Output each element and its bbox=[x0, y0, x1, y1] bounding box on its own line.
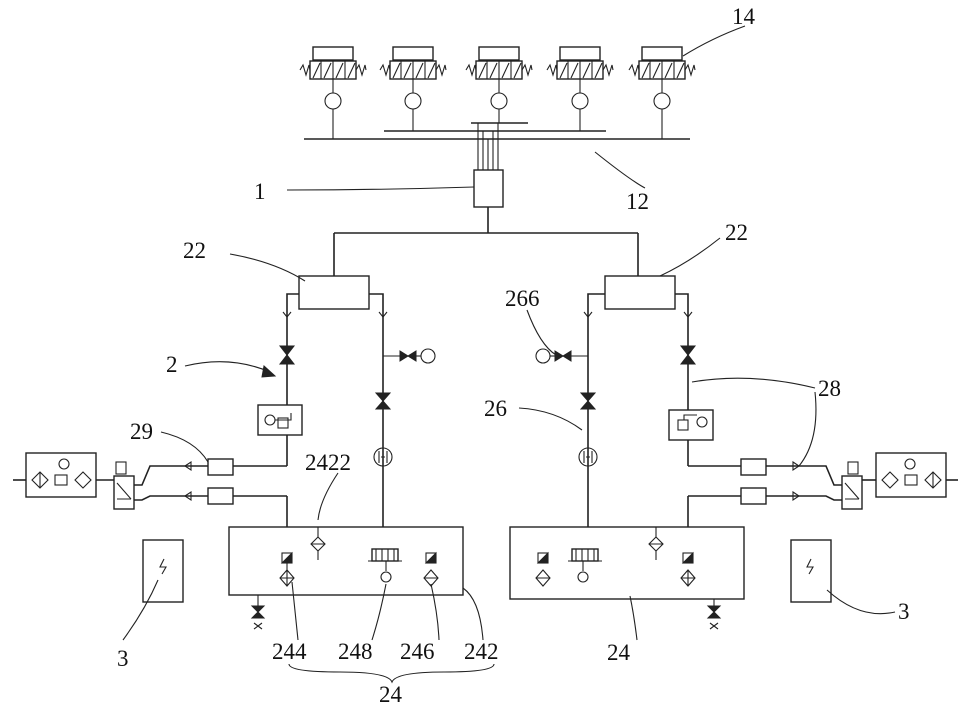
label-266: 266 bbox=[505, 286, 540, 311]
label-3-right: 3 bbox=[898, 599, 910, 624]
valve-unit bbox=[300, 47, 366, 139]
valve-unit bbox=[629, 47, 695, 139]
label-22-left: 22 bbox=[183, 238, 206, 263]
distribution-lines-12 bbox=[304, 123, 690, 170]
label-3-left: 3 bbox=[117, 646, 129, 671]
label-12: 12 bbox=[626, 189, 649, 214]
right-air-treatment bbox=[741, 453, 958, 509]
label-2422: 2422 bbox=[305, 450, 351, 475]
valve-unit bbox=[466, 47, 532, 123]
label-246: 246 bbox=[400, 639, 435, 664]
label-26: 26 bbox=[484, 396, 507, 421]
valve-unit bbox=[380, 47, 446, 131]
label-2: 2 bbox=[166, 352, 178, 377]
label-244: 244 bbox=[272, 639, 307, 664]
label-24-bottom: 24 bbox=[379, 682, 403, 707]
left-control-box-3 bbox=[143, 540, 183, 602]
valve-unit bbox=[547, 47, 613, 131]
label-1: 1 bbox=[254, 179, 266, 204]
label-29: 29 bbox=[130, 419, 153, 444]
right-circuit bbox=[536, 276, 741, 527]
main-supply-lines bbox=[334, 207, 638, 276]
label-28: 28 bbox=[818, 376, 841, 401]
central-unit-1 bbox=[474, 170, 503, 207]
label-22-right: 22 bbox=[725, 220, 748, 245]
label-24-right: 24 bbox=[607, 640, 631, 665]
label-248: 248 bbox=[338, 639, 373, 664]
left-air-treatment bbox=[13, 453, 233, 509]
label-242: 242 bbox=[464, 639, 499, 664]
right-tank-24 bbox=[510, 527, 744, 629]
left-tank-242 bbox=[229, 527, 463, 629]
left-circuit bbox=[233, 276, 435, 527]
label-14: 14 bbox=[732, 4, 756, 29]
